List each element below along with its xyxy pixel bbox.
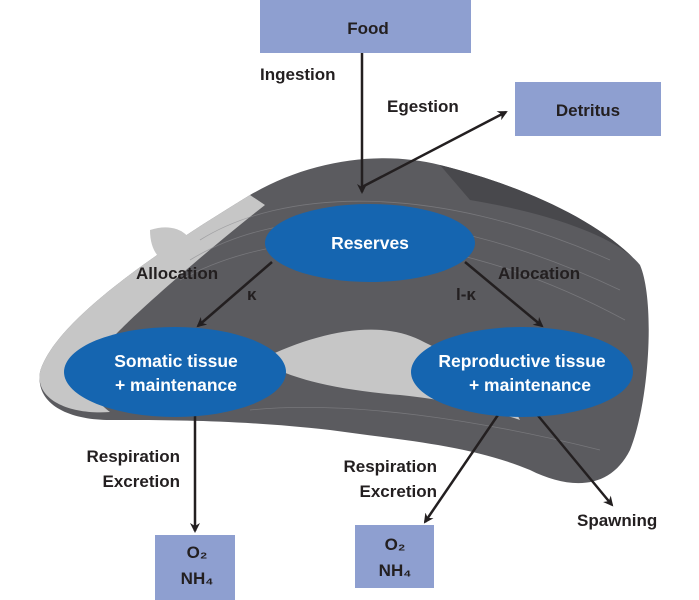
allocation-right-label: Allocation xyxy=(498,264,580,283)
respiration-left-label: Respiration xyxy=(86,447,180,466)
food-box xyxy=(260,0,471,53)
allocation-left-label: Allocation xyxy=(136,264,218,283)
somatic-label-line2: + maintenance xyxy=(115,375,237,395)
outputs-right-nh4: NH₄ xyxy=(379,561,412,580)
respiration-right-arrow xyxy=(423,411,502,524)
spawning-arrow xyxy=(534,411,614,507)
respiration-right-label: Respiration xyxy=(343,457,437,476)
outputs-left-o2: O₂ xyxy=(187,543,208,562)
one-minus-kappa-label: l-κ xyxy=(456,285,476,304)
reserves-label: Reserves xyxy=(331,233,409,253)
egestion-label: Egestion xyxy=(387,97,459,116)
excretion-right-label: Excretion xyxy=(360,482,437,501)
detritus-box xyxy=(515,82,661,136)
reproductive-label-line2: + maintenance xyxy=(469,375,591,395)
reproductive-label-line1: Reproductive tissue xyxy=(438,351,606,371)
spawning-label: Spawning xyxy=(577,511,657,530)
outputs-right-box xyxy=(355,525,434,588)
somatic-tissue-node xyxy=(64,327,286,417)
excretion-left-label: Excretion xyxy=(103,472,180,491)
allocation-right-arrow xyxy=(464,261,544,328)
egestion-arrow xyxy=(361,110,508,189)
outputs-right-o2: O₂ xyxy=(385,535,406,554)
ingestion-label: Ingestion xyxy=(260,65,336,84)
outputs-left-box xyxy=(155,535,235,600)
detritus-label: Detritus xyxy=(556,101,620,120)
kappa-label: κ xyxy=(247,285,257,304)
reproductive-tissue-node xyxy=(411,327,633,417)
allocation-left-arrow xyxy=(196,261,273,328)
somatic-label-line1: Somatic tissue xyxy=(114,351,238,371)
reserves-node xyxy=(265,204,475,282)
food-label: Food xyxy=(347,19,389,38)
outputs-left-nh4: NH₄ xyxy=(181,569,214,588)
